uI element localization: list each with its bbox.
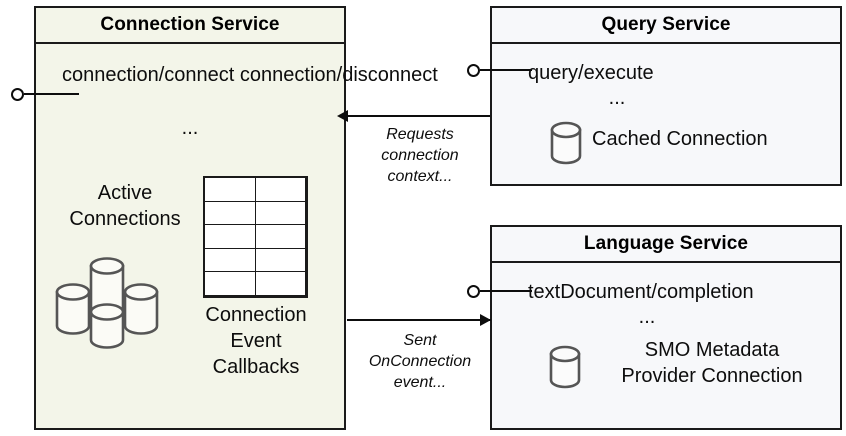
grid-cell [255,248,306,273]
lollipop-ball-icon [11,88,24,101]
table-grid-icon [203,176,308,298]
connector-query-to-connection-label: Requests connection context... [381,126,459,185]
grid-cell [255,201,306,226]
active-connections-label: Active Connections [69,182,181,230]
database-cylinder-icon [549,121,583,165]
lollipop-ball-icon [467,285,480,298]
connection-service-title-band: Connection Service [36,8,344,44]
grid-cell [205,178,256,202]
language-service-body: textDocument/completion ... SMO Metadata… [492,263,840,428]
grid-cell [255,272,306,296]
connector-connection-to-language-arrowhead [480,314,491,326]
lollipop-stem [480,69,532,71]
smo-metadata-provider-connection-label: SMO Metadata Provider Connection [621,339,803,387]
language-service-operations: textDocument/completion [528,281,754,303]
language-service-operations-ellipsis: ... [638,306,656,328]
component-connection-service[interactable]: Connection Service connection/connect co… [34,6,438,430]
component-query-service[interactable]: Query Service query/execute ... Cached C… [490,6,842,186]
connection-service-operations: connection/connect connection/disconnect [62,64,438,86]
connector-query-to-connection-line [348,115,490,117]
grid-cell [255,225,306,249]
grid-cell [205,225,256,249]
connection-service-operations-ellipsis: ... [181,117,199,139]
grid-cell [205,201,256,226]
connection-service-title: Connection Service [100,14,280,35]
connection-service-body: connection/connect connection/disconnect… [36,44,438,428]
grid-cell [205,248,256,273]
grid-cell [205,272,256,296]
query-service-title-band: Query Service [492,8,840,44]
lollipop-ball-icon [467,64,480,77]
database-cluster-icon [47,250,167,349]
connector-connection-to-language-label: Sent OnConnection event... [368,332,472,391]
grid-cell [255,178,306,202]
query-service-operations: query/execute [528,62,654,84]
database-cylinder-icon [548,345,582,389]
connector-query-to-connection-arrowhead [337,110,348,122]
connection-event-callbacks-label: Connection Event Callbacks [205,304,307,378]
component-language-service[interactable]: Language Service textDocument/completion… [490,225,842,430]
query-service-operations-ellipsis: ... [608,87,626,109]
connector-connection-to-language-line [347,319,491,321]
lollipop-stem [24,93,79,95]
language-service-title: Language Service [583,233,749,254]
lollipop-stem [480,290,532,292]
cached-connection-label: Cached Connection [592,128,768,150]
query-service-body: query/execute ... Cached Connection [492,44,840,184]
language-service-title-band: Language Service [492,227,840,263]
query-service-title: Query Service [601,14,731,35]
